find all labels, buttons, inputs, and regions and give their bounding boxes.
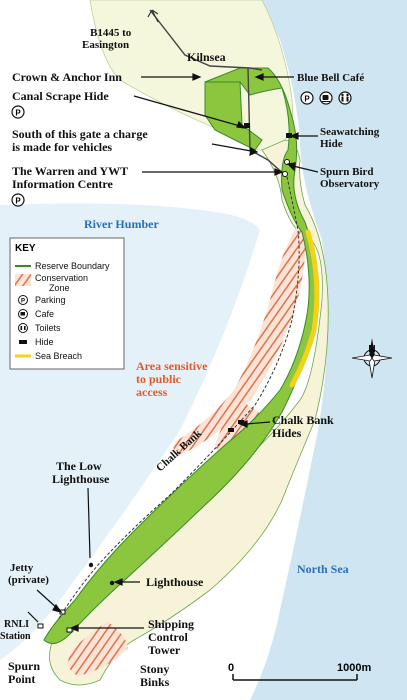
label-stony-binks-2: Binks — [140, 675, 170, 689]
lighthouse-marker — [109, 580, 115, 586]
label-river-humber: River Humber — [84, 217, 159, 231]
label-rnli-1: RNLI — [4, 619, 29, 630]
label-kilnsea: Kilnsea — [187, 50, 226, 64]
label-stony-binks-1: Stony — [140, 662, 169, 676]
label-road-line2: Easington — [82, 39, 129, 51]
label-warren-2: Information Centre — [12, 177, 113, 191]
label-sensitive-3: access — [136, 385, 168, 399]
hide-chalk-bank-2 — [238, 420, 244, 424]
key-symbol-conservation — [15, 274, 31, 286]
parking-icon: P — [11, 105, 25, 119]
scale-end: 1000m — [337, 662, 371, 674]
hide-chalk-bank-1 — [228, 428, 234, 432]
label-chalk-bank-hides-2: Hides — [272, 426, 302, 440]
label-gate-charge-1: South of this gate a charge — [12, 127, 148, 141]
label-sensitive-1: Area sensitive — [136, 359, 208, 373]
label-crown-anchor: Crown & Anchor Inn — [12, 70, 122, 84]
hide-seawatching — [286, 133, 292, 138]
label-observatory-2: Observatory — [320, 178, 380, 190]
label-jetty-1: Jetty — [10, 562, 34, 574]
compass-rose: N — [351, 338, 393, 379]
key-symbol-cafe — [18, 309, 28, 319]
sea-breach — [289, 229, 320, 388]
scale-start: 0 — [228, 662, 234, 674]
north-sea-water — [250, 0, 407, 700]
toilets-icon — [338, 91, 352, 105]
key-symbol-hide — [19, 340, 27, 344]
key-label-conservation: Conservation — [35, 273, 88, 283]
scale-bar: 0 1000m — [228, 662, 371, 681]
parking-icon-glyph: P — [15, 109, 21, 118]
key-parking-glyph: P — [21, 299, 25, 305]
label-shipping-1: Shipping — [148, 617, 194, 631]
warren-marker — [282, 171, 288, 177]
key-label-cafe: Cafe — [35, 309, 54, 319]
road-b1445 — [149, 9, 263, 71]
key-symbol-parking: P — [18, 295, 28, 305]
parking-icon: P — [11, 193, 25, 207]
label-spurn-point-2: Point — [8, 672, 35, 686]
cafe-icon — [319, 91, 333, 105]
leader-lines — [27, 73, 319, 632]
key-label-parking: Parking — [35, 295, 66, 305]
label-observatory-1: Spurn Bird — [320, 166, 374, 178]
key-label-boundary: Reserve Boundary — [35, 261, 110, 271]
compass-n-label: N — [368, 344, 375, 355]
conservation-zone-point — [68, 622, 128, 676]
label-shipping-3: Tower — [148, 643, 181, 657]
parking-icon-glyph: P — [15, 197, 21, 206]
road-direction-arrow — [147, 9, 159, 23]
label-jetty-2: (private) — [8, 574, 49, 586]
key-label-toilets: Toilets — [35, 323, 61, 333]
label-lighthouse: Lighthouse — [146, 575, 204, 589]
label-sensitive-2: to public — [136, 372, 182, 386]
key-label-conservation-2: Zone — [49, 283, 70, 293]
label-spurn-point-1: Spurn — [8, 659, 40, 673]
label-shipping-2: Control — [148, 630, 188, 644]
key-symbol-toilets — [18, 323, 28, 333]
key-label-hide: Hide — [35, 337, 54, 347]
label-seawatching-1: Seawatching — [320, 126, 380, 138]
key-title: KEY — [15, 243, 36, 254]
label-blue-bell: Blue Bell Café — [297, 72, 364, 84]
label-warren-1: The Warren and YWT — [12, 164, 128, 178]
track-spurn — [57, 171, 300, 621]
label-north-sea: North Sea — [297, 562, 349, 576]
observatory-marker — [284, 159, 290, 165]
road-kilnsea — [247, 67, 286, 176]
hide-canal-scrape — [244, 123, 250, 128]
low-lighthouse-marker — [88, 562, 94, 568]
label-seawatching-2: Hide — [320, 138, 343, 150]
rnli-station-marker — [37, 623, 44, 629]
label-gate-charge-2: is made for vehicles — [12, 140, 112, 154]
label-low-lighthouse-2: Lighthouse — [52, 472, 110, 486]
label-road-line1: B1445 to — [90, 27, 132, 39]
parking-icon: P — [300, 91, 314, 105]
label-low-lighthouse-1: The Low — [56, 459, 102, 473]
map-key: KEY Reserve Boundary Conservation Zone P… — [9, 237, 125, 370]
key-label-sea-breach: Sea Breach — [35, 351, 82, 361]
label-canal-scrape: Canal Scrape Hide — [12, 89, 109, 103]
label-chalk-bank-hides-1: Chalk Bank — [272, 413, 334, 427]
label-rnli-2: Station — [0, 631, 31, 642]
parking-icon-glyph: P — [304, 95, 310, 104]
